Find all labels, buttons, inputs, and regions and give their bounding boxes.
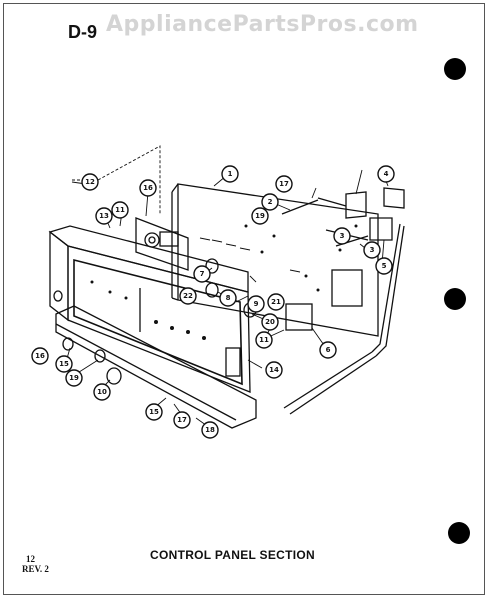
svg-text:17: 17: [177, 416, 187, 424]
callout-5: 5: [375, 257, 393, 275]
callout-10a: 10: [93, 383, 111, 401]
binder-hole-middle: [444, 288, 466, 310]
svg-text:1: 1: [228, 170, 233, 178]
page-border: [3, 3, 485, 595]
callout-15b: 15: [145, 403, 163, 421]
binder-hole-bottom: [448, 522, 470, 544]
callout-1: 1: [221, 165, 239, 183]
svg-text:5: 5: [382, 262, 387, 270]
svg-text:7: 7: [200, 270, 205, 278]
svg-text:8: 8: [226, 294, 231, 302]
callout-22: 22: [179, 287, 197, 305]
page-number: 12: [26, 554, 35, 564]
svg-text:15: 15: [149, 408, 159, 416]
callout-17b: 17: [173, 411, 191, 429]
svg-text:16: 16: [143, 184, 153, 192]
callout-19b: 19: [65, 369, 83, 387]
svg-text:18: 18: [205, 426, 215, 434]
svg-text:17: 17: [279, 180, 289, 188]
callout-13: 13: [95, 207, 113, 225]
svg-text:19: 19: [69, 374, 79, 382]
svg-text:2: 2: [268, 198, 273, 206]
callout-21: 21: [267, 293, 285, 311]
svg-text:12: 12: [85, 178, 95, 186]
lower-trim-rail: [55, 305, 257, 429]
timer-module: [135, 217, 189, 271]
callout-9: 9: [247, 295, 265, 313]
svg-text:11: 11: [259, 336, 269, 344]
callout-3a: 3: [363, 241, 381, 259]
watermark: AppliancePartsPros.com: [106, 12, 419, 37]
callout-12: 12: [81, 173, 99, 191]
page-code: D-9: [68, 22, 98, 42]
svg-text:13: 13: [99, 212, 109, 220]
callout-11b: 11: [255, 331, 273, 349]
binder-hole-top: [444, 58, 466, 80]
svg-text:4: 4: [384, 170, 389, 178]
svg-text:22: 22: [183, 292, 193, 300]
callout-15a: 15: [55, 355, 73, 373]
svg-text:19: 19: [255, 212, 265, 220]
callout-19a: 19: [251, 207, 269, 225]
callout-3b: 3: [333, 227, 351, 245]
wire-leads: [283, 223, 405, 415]
callout-2: 2: [261, 193, 279, 211]
revision-label: REV. 2: [22, 564, 49, 574]
svg-text:10: 10: [97, 388, 107, 396]
svg-text:3: 3: [370, 246, 375, 254]
svg-text:20: 20: [265, 318, 275, 326]
callout-16a: 16: [139, 179, 157, 197]
callout-16b: 16: [31, 347, 49, 365]
svg-text:11: 11: [115, 206, 125, 214]
callout-18: 18: [201, 421, 219, 439]
callout-8: 8: [219, 289, 237, 307]
svg-text:9: 9: [254, 300, 259, 308]
back-panel: [171, 183, 379, 337]
svg-text:15: 15: [59, 360, 69, 368]
callout-6: 6: [319, 341, 337, 359]
svg-text:16: 16: [35, 352, 45, 360]
svg-text:3: 3: [340, 232, 345, 240]
diagram-caption: CONTROL PANEL SECTION: [150, 548, 315, 562]
callout-7: 7: [193, 265, 211, 283]
callout-bubbles: 1 2 3 3 4 5 6 7 8 9 10 11 11 12 13 14 15…: [31, 165, 395, 439]
callout-11a: 11: [111, 201, 129, 219]
svg-text:14: 14: [269, 366, 279, 374]
callout-20: 20: [261, 313, 279, 331]
callout-17a: 17: [275, 175, 293, 193]
callout-14: 14: [265, 361, 283, 379]
svg-text:21: 21: [271, 298, 281, 306]
svg-text:6: 6: [326, 346, 331, 354]
callout-4: 4: [377, 165, 395, 183]
